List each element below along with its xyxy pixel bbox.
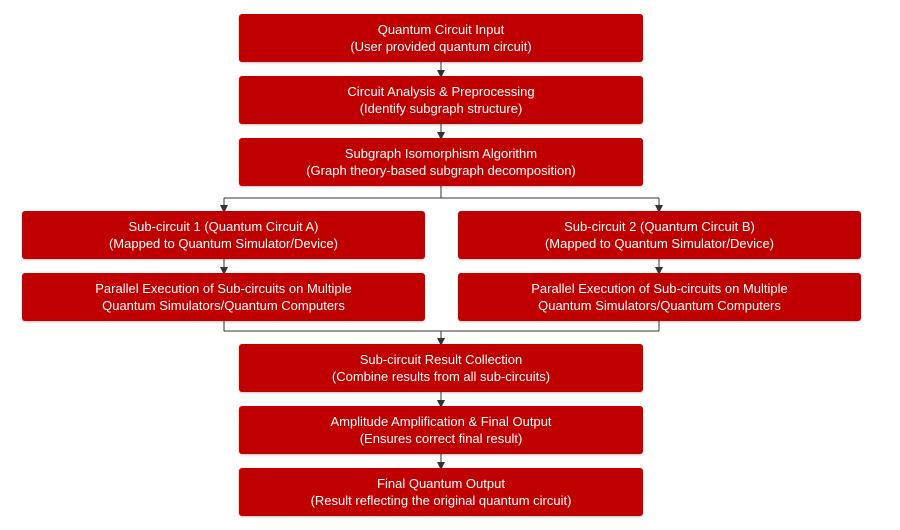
node-amplitude-amplification: Amplitude Amplification & Final Output (… [239,406,643,454]
node-circuit-analysis: Circuit Analysis & Preprocessing (Identi… [239,76,643,124]
node-title: Amplitude Amplification & Final Output [330,414,552,429]
node-subtitle: (Mapped to Quantum Simulator/Device) [108,236,339,251]
node-quantum-circuit-input: Quantum Circuit Input (User provided qua… [239,14,643,62]
node-subcircuit-1: Sub-circuit 1 (Quantum Circuit A) (Mappe… [22,211,425,259]
node-parallel-execution-1: Parallel Execution of Sub-circuits on Mu… [22,273,425,321]
node-subcircuit-2: Sub-circuit 2 (Quantum Circuit B) (Mappe… [458,211,861,259]
node-subtitle: (Mapped to Quantum Simulator/Device) [544,236,775,251]
node-title: Subgraph Isomorphism Algorithm [344,146,538,161]
node-title: Parallel Execution of Sub-circuits on Mu… [531,281,788,296]
node-title: Sub-circuit 2 (Quantum Circuit B) [564,219,755,234]
node-subtitle: (User provided quantum circuit) [350,39,532,54]
node-subgraph-isomorphism: Subgraph Isomorphism Algorithm (Graph th… [239,138,643,186]
node-final-quantum-output: Final Quantum Output (Result reflecting … [239,468,643,516]
node-title: Sub-circuit Result Collection [359,352,523,367]
node-title: Sub-circuit 1 (Quantum Circuit A) [128,219,319,234]
node-parallel-execution-2: Parallel Execution of Sub-circuits on Mu… [458,273,861,321]
node-result-collection: Sub-circuit Result Collection (Combine r… [239,344,643,392]
node-subtitle: Quantum Simulators/Quantum Computers [102,298,345,313]
node-subtitle: (Combine results from all sub-circuits) [331,369,551,384]
node-subtitle: Quantum Simulators/Quantum Computers [538,298,781,313]
node-title: Parallel Execution of Sub-circuits on Mu… [95,281,352,296]
node-title: Final Quantum Output [377,476,505,491]
node-subtitle: (Result reflecting the original quantum … [310,493,572,508]
node-subtitle: (Graph theory-based subgraph decompositi… [306,163,576,178]
node-title: Circuit Analysis & Preprocessing [347,84,535,99]
node-subtitle: (Ensures correct final result) [359,431,523,446]
node-subtitle: (Identify subgraph structure) [359,101,523,116]
node-title: Quantum Circuit Input [377,22,505,37]
